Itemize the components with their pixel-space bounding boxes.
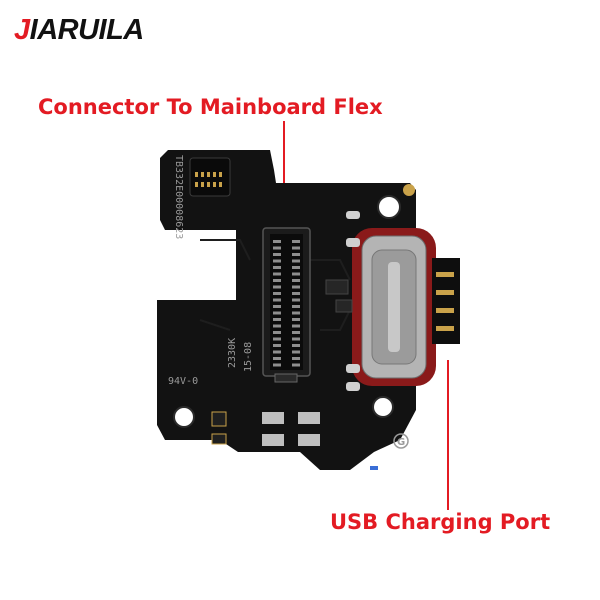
connector-pin — [292, 305, 300, 308]
logo-silkscreen: G — [397, 437, 405, 448]
connector-pin — [273, 298, 281, 302]
mounting-hole-bottom-left — [173, 406, 195, 428]
connector-pin — [292, 259, 300, 263]
connector-pin — [273, 305, 281, 308]
code-b-silkscreen: 15-08 — [243, 342, 254, 372]
connector-pin — [292, 324, 300, 328]
passive-components — [211, 211, 378, 470]
brand-logo-text: IARUILA — [29, 14, 145, 46]
connector-pin — [273, 318, 281, 321]
connector-pin — [292, 253, 300, 256]
usb-solder-tabs — [432, 258, 460, 344]
connector-pin — [292, 331, 300, 334]
code-a-silkscreen: 2330K — [227, 338, 238, 368]
connector-pin — [292, 318, 300, 321]
connector-pin — [292, 350, 300, 354]
connector-pin — [292, 292, 300, 295]
connector-pin — [292, 337, 300, 341]
mounting-hole-bottom-right — [372, 396, 394, 418]
connector-pin — [292, 363, 300, 367]
connector-pin — [292, 279, 300, 282]
connector-pin — [273, 350, 281, 354]
connector-pin — [273, 311, 281, 315]
connector-pin — [273, 344, 281, 347]
connector-pin — [292, 357, 300, 360]
rating-silkscreen: 94V-0 — [168, 376, 198, 387]
mounting-hole-top — [377, 195, 401, 219]
connector-pin — [292, 246, 300, 250]
connector-pin — [273, 246, 281, 250]
connector-pin — [292, 298, 300, 302]
usb-solder-pins — [436, 272, 454, 331]
usb-callout-label: USB Charging Port — [330, 510, 551, 534]
connector-pin — [273, 266, 281, 269]
connector-pin — [292, 311, 300, 315]
connector-pin — [273, 240, 281, 243]
mainboard-connector-pins — [273, 240, 300, 367]
connector-pin — [273, 279, 281, 282]
connector-pin — [273, 292, 281, 295]
part-number-silkscreen: TB332E00008623 — [173, 155, 184, 239]
connector-pin — [273, 272, 281, 276]
brand-logo: JIARUILA — [14, 14, 144, 47]
connector-pin — [273, 337, 281, 341]
connector-pin — [292, 240, 300, 243]
connector-pin — [273, 363, 281, 367]
board-traces — [199, 239, 351, 331]
brand-logo-initial: J — [14, 14, 30, 46]
connector-pin — [273, 259, 281, 263]
corner-pad — [403, 184, 415, 196]
connector-pin — [273, 331, 281, 334]
connector-pin — [292, 344, 300, 347]
small-connector-pins — [195, 172, 222, 187]
connector-pin — [273, 357, 281, 360]
connector-pin — [292, 285, 300, 289]
connector-callout-label: Connector To Mainboard Flex — [38, 95, 383, 119]
mainboard-connector-socket — [270, 234, 303, 370]
connector-pin — [273, 324, 281, 328]
connector-pin — [273, 253, 281, 256]
usb-port-tongue — [388, 262, 400, 352]
connector-pin — [292, 272, 300, 276]
connector-pin — [273, 285, 281, 289]
logo-ring — [393, 433, 409, 449]
connector-pin — [292, 266, 300, 269]
connector-latch — [274, 373, 298, 383]
